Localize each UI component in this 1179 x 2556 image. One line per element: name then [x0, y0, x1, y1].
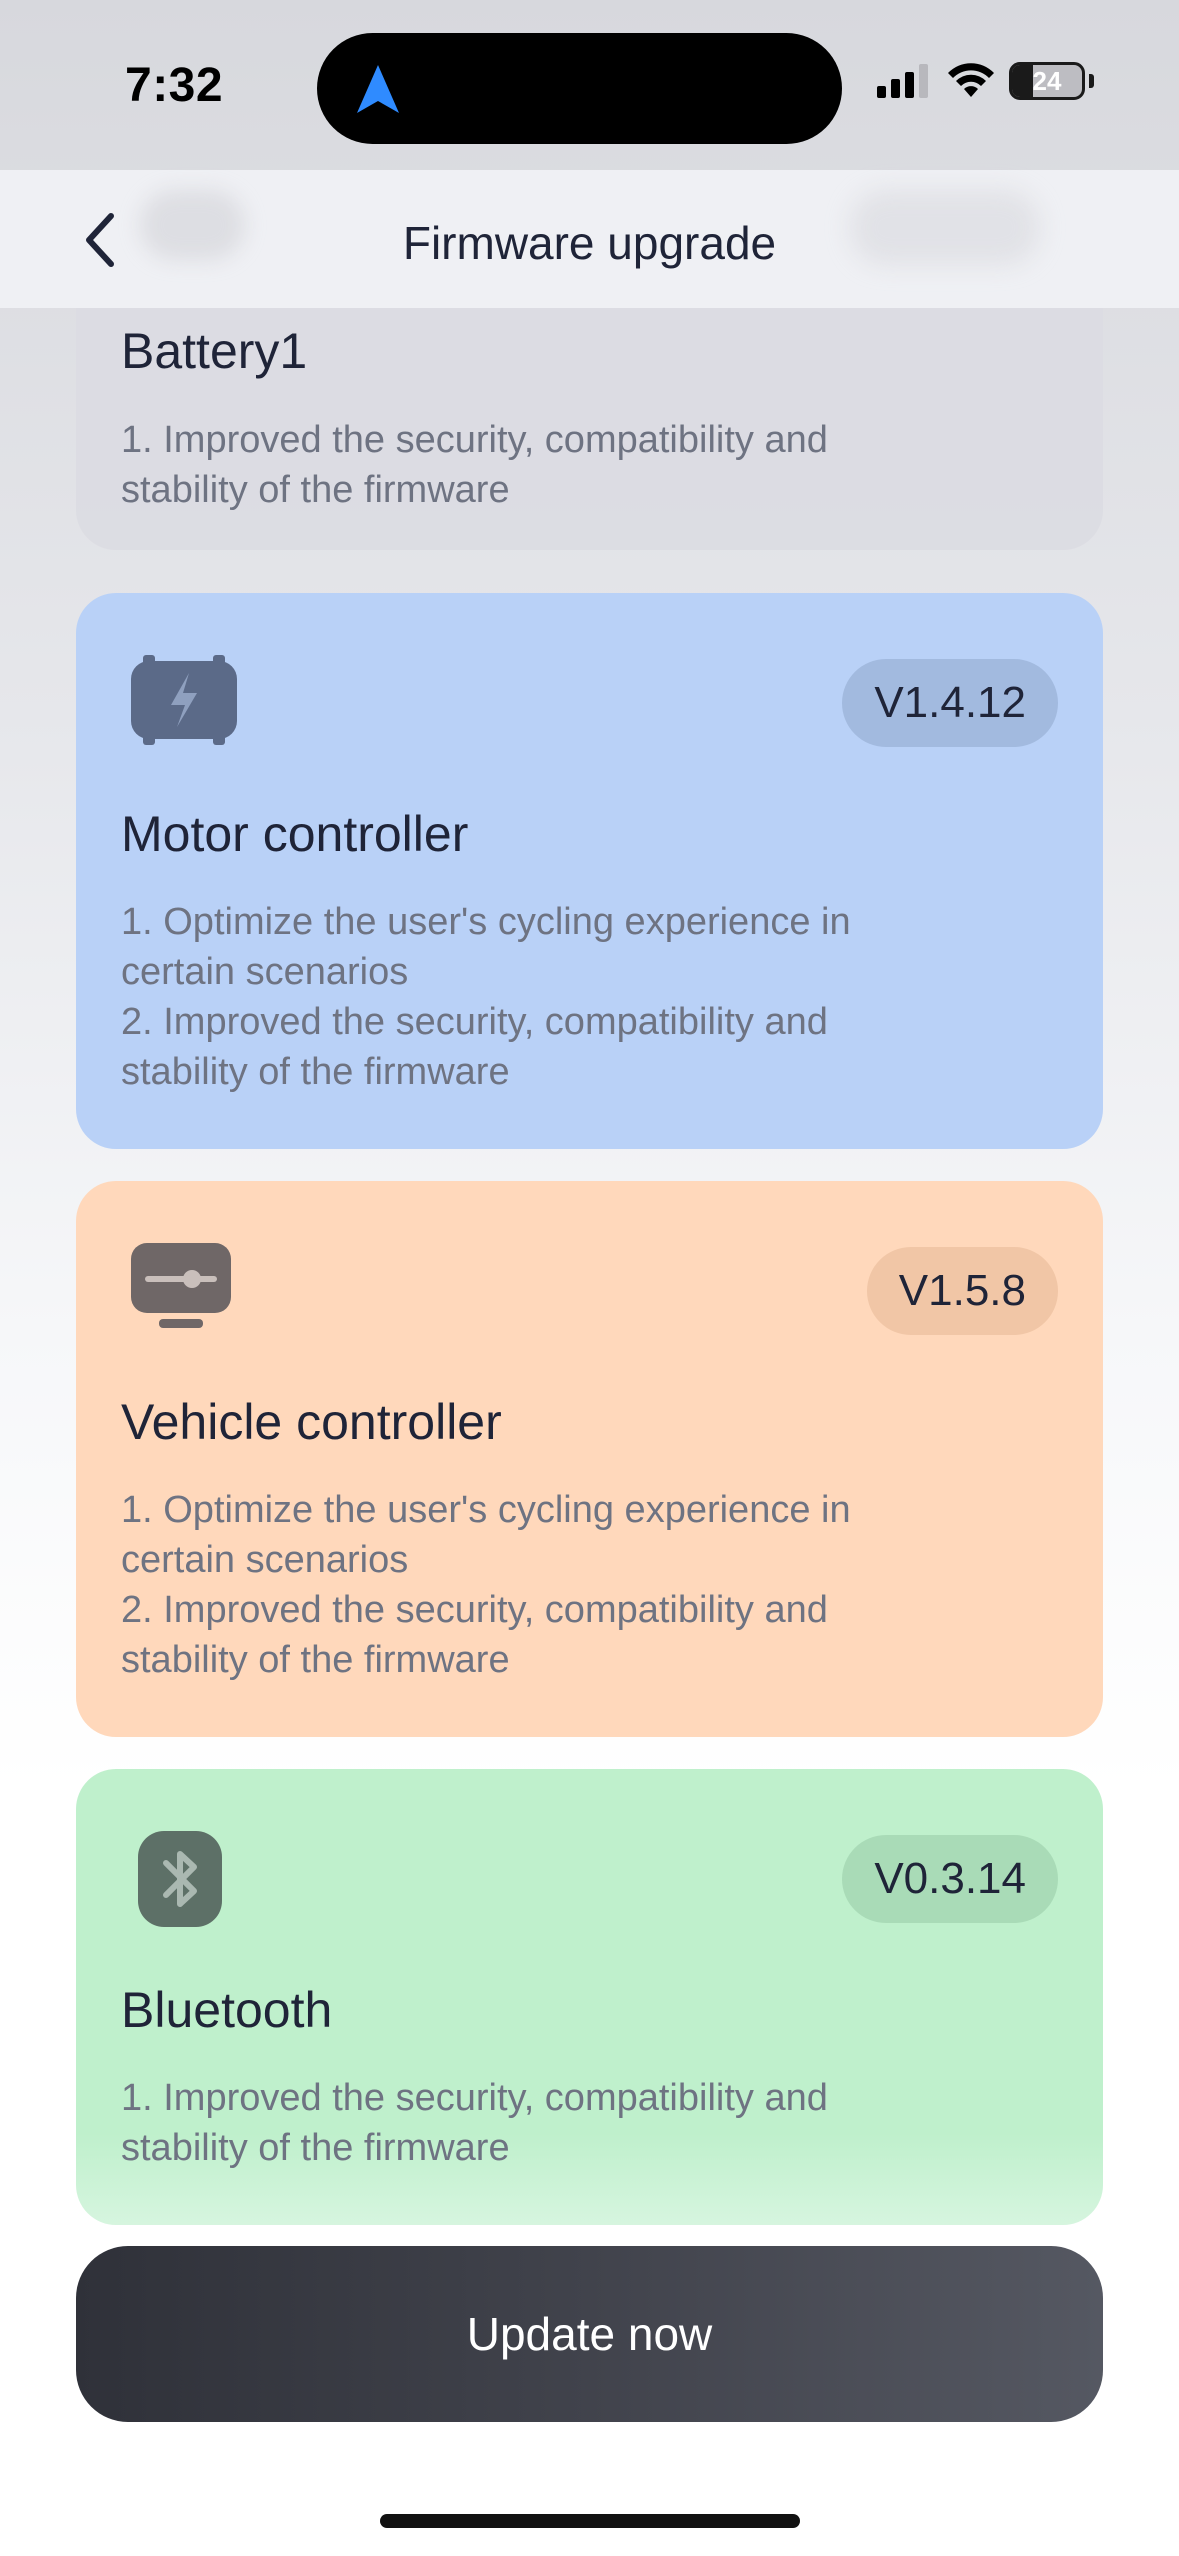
- note-line: 2. Improved the security, compatibility …: [121, 1001, 828, 1043]
- vehicle-controller-card: V1.5.8 Vehicle controller 1. Optimize th…: [76, 1181, 1103, 1737]
- note-line: 1. Improved the security, compatibility …: [121, 2077, 828, 2119]
- card-title: Battery1: [121, 323, 308, 379]
- battery-percent: 24: [1032, 65, 1062, 96]
- nav-header: Firmware upgrade: [0, 170, 1179, 308]
- blurred-overlay: [140, 190, 245, 260]
- wifi-icon: [948, 63, 994, 97]
- card-notes: 1. Improved the security, compatibility …: [121, 2073, 1043, 2173]
- back-button[interactable]: [70, 205, 130, 275]
- card-title: Bluetooth: [121, 1982, 333, 2038]
- version-badge: V0.3.14: [842, 1835, 1058, 1923]
- status-time: 7:32: [125, 59, 224, 112]
- version-badge: V1.5.8: [866, 1247, 1058, 1335]
- motor-controller-card: V1.4.12 Motor controller 1. Optimize the…: [76, 593, 1103, 1149]
- note-line: 2. Improved the security, compatibility …: [121, 1589, 828, 1631]
- dynamic-island: [317, 33, 842, 144]
- status-bar: 7:32 24: [0, 0, 1179, 170]
- battery-cap: [1089, 74, 1094, 88]
- note-line: 1. Optimize the user's cycling experienc…: [121, 901, 851, 943]
- note-line: certain scenarios: [121, 951, 409, 993]
- note-line: stability of the firmware: [121, 469, 510, 511]
- version-badge: V1.4.12: [842, 659, 1058, 747]
- motor-controller-icon: [131, 655, 237, 745]
- note-line: stability of the firmware: [121, 1051, 510, 1093]
- note-line: stability of the firmware: [121, 1639, 510, 1681]
- battery-icon: 24: [1009, 62, 1085, 100]
- card-notes: 1. Improved the security, compatibility …: [121, 415, 1043, 515]
- chevron-left-icon: [86, 213, 114, 267]
- bluetooth-icon: [138, 1831, 222, 1927]
- note-line: 1. Optimize the user's cycling experienc…: [121, 1489, 851, 1531]
- blurred-overlay: [850, 190, 1040, 265]
- status-icons: 24: [877, 62, 1094, 100]
- page-title: Firmware upgrade: [402, 217, 777, 269]
- cellular-signal-icon: [877, 64, 928, 98]
- location-arrow-icon: [357, 65, 399, 113]
- card-title: Motor controller: [121, 806, 469, 862]
- card-title: Vehicle controller: [121, 1394, 502, 1450]
- card-notes: 1. Optimize the user's cycling experienc…: [121, 1485, 1043, 1685]
- note-line: stability of the firmware: [121, 2127, 510, 2169]
- note-line: 1. Improved the security, compatibility …: [121, 419, 828, 461]
- update-now-button[interactable]: Update now: [76, 2246, 1103, 2422]
- update-now-label: Update now: [466, 2308, 713, 2360]
- home-indicator[interactable]: [380, 2514, 800, 2528]
- bluetooth-card: V0.3.14 Bluetooth 1. Improved the securi…: [76, 1769, 1103, 2225]
- card-notes: 1. Optimize the user's cycling experienc…: [121, 897, 1043, 1097]
- note-line: certain scenarios: [121, 1539, 409, 1581]
- vehicle-controller-icon: [131, 1243, 231, 1328]
